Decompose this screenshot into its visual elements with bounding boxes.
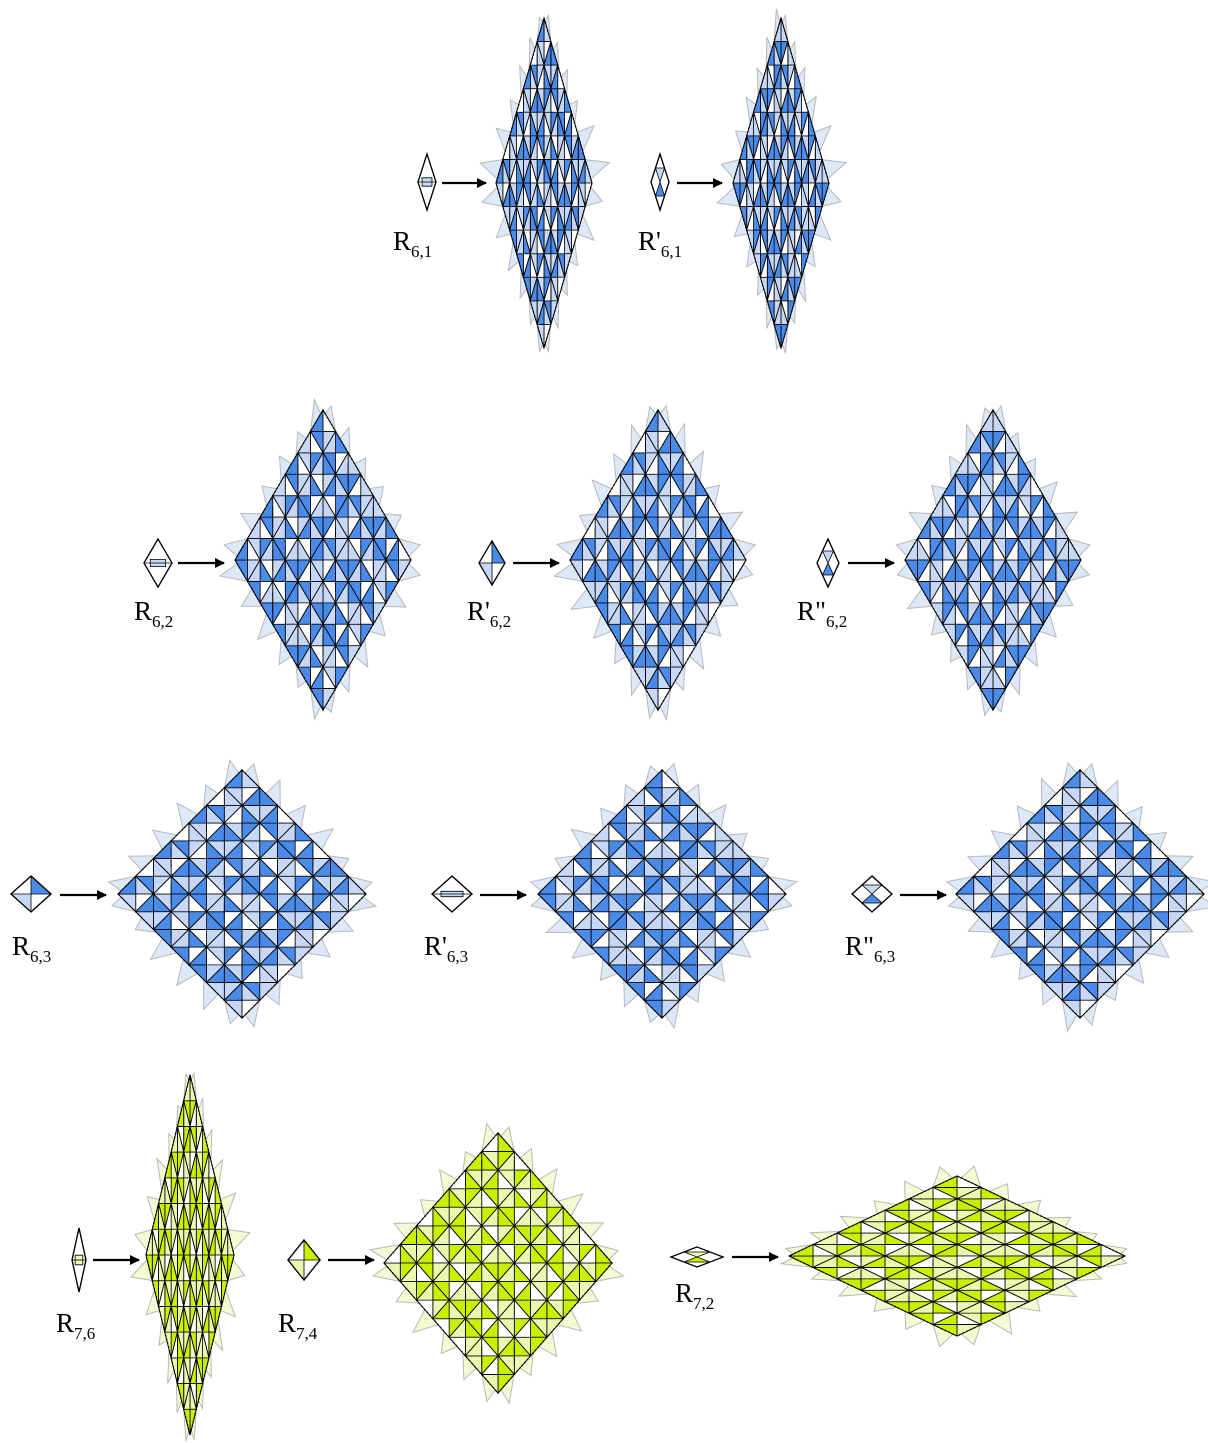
rule-label-r63-prime: R'6,3 — [424, 931, 469, 966]
rule-label-r62-prime: R'6,2 — [467, 596, 512, 631]
prototile-r63-prime — [431, 875, 473, 913]
rule-label-r62: R6,2 — [134, 596, 174, 631]
tiling-r62 — [218, 397, 422, 721]
rule-label-r76: R7,6 — [56, 1308, 96, 1343]
rule-label-r72: R7,2 — [675, 1278, 715, 1313]
prototile-r62 — [143, 537, 173, 589]
tiling-r61 — [479, 13, 611, 353]
tiling-r61-prime — [716, 8, 848, 354]
tiling-r62-prime — [552, 404, 757, 722]
rule-label-r63: R6,3 — [12, 931, 52, 966]
rule-label-r61-prime: R'6,1 — [638, 226, 683, 261]
tiling-r72 — [779, 1165, 1128, 1348]
rule-label-r62-double-prime: R"6,2 — [797, 596, 848, 631]
prototile-r62-double-prime — [816, 537, 840, 589]
prototile-r72 — [669, 1246, 725, 1268]
prototile-r62-prime — [478, 539, 506, 587]
tiling-r76 — [130, 1071, 251, 1442]
prototile-r74 — [287, 1238, 321, 1282]
rule-label-r63-double-prime: R"6,3 — [845, 931, 896, 966]
rule-label-r74: R7,4 — [278, 1308, 318, 1343]
prototile-r76 — [71, 1227, 87, 1293]
tiling-r63-prime — [529, 762, 799, 1030]
prototile-r61-prime — [650, 152, 670, 212]
prototile-r61 — [417, 152, 437, 212]
tiling-r74 — [368, 1122, 625, 1405]
tiling-r63 — [107, 758, 378, 1028]
prototile-r63 — [9, 875, 53, 913]
tiling-r63-double-prime — [945, 761, 1208, 1033]
rule-label-r61: R6,1 — [393, 226, 433, 261]
prototile-r63-double-prime — [851, 875, 893, 913]
tiling-r62-double-prime — [895, 404, 1091, 717]
